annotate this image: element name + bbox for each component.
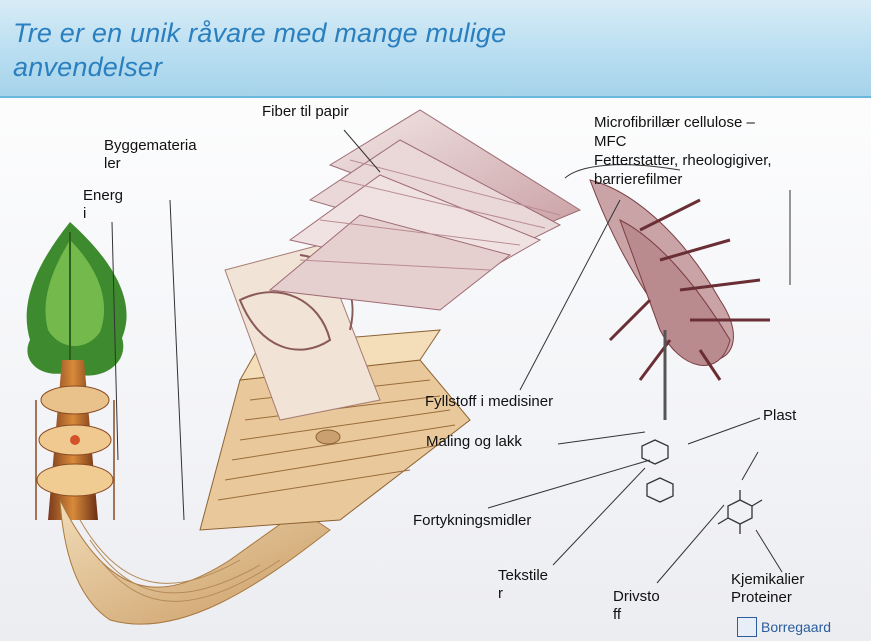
label-energi: Energ i [83,187,123,223]
molecule-sketches [642,440,762,534]
borregaard-logo: Borregaard [737,615,871,641]
label-tekstiler: Tekstile r [498,567,548,603]
label-plast: Plast [763,407,796,425]
label-fiber-til-papir: Fiber til papir [262,103,349,121]
logo-text: Borregaard [761,619,831,635]
microfibril-structure [590,180,770,420]
label-byggematerialer: Byggemateria ler [104,137,197,173]
label-mfc: Microfibrillær cellulose – MFC Fettersta… [594,113,772,189]
label-drivstoff: Drivsto ff [613,588,660,624]
label-fortykningsmidler: Fortykningsmidler [413,512,531,530]
tree-crown [27,222,127,376]
logo-icon [737,617,757,637]
label-kjemikalier: Kjemikalier Proteiner [731,571,804,607]
label-fyllstoff: Fyllstoff i medisiner [425,393,553,411]
label-maling: Maling og lakk [426,433,522,451]
fiber-layers [270,110,580,310]
